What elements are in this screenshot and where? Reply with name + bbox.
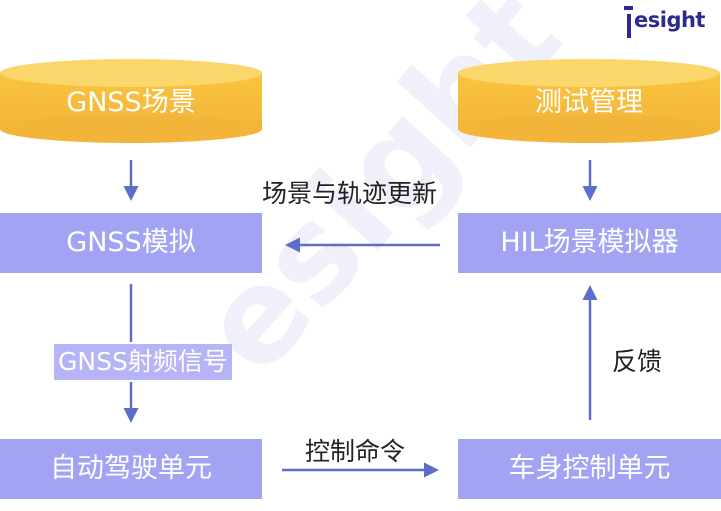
hil-sim-node: HIL场景模拟器 xyxy=(458,213,721,273)
gnss-scene-node: GNSS场景 xyxy=(0,59,262,143)
logo: esight xyxy=(624,2,705,40)
feedback-label: 反馈 xyxy=(612,347,663,376)
logo-stem xyxy=(627,14,631,38)
test-management-node: 测试管理 xyxy=(458,59,720,143)
logo-text: esight xyxy=(634,8,705,32)
gnss-scene-label: GNSS场景 xyxy=(66,87,196,118)
logo-bar-top xyxy=(624,6,633,10)
gnss-rf-signal-label: GNSS射频信号 xyxy=(54,344,232,380)
scene-traj-update-label: 场景与轨迹更新 xyxy=(262,179,438,208)
control-command-label: 控制命令 xyxy=(305,437,406,466)
gnss-sim-node: GNSS模拟 xyxy=(0,213,262,273)
adu-node: 自动驾驶单元 xyxy=(0,439,262,499)
test-management-label: 测试管理 xyxy=(535,87,643,118)
body-control-node: 车身控制单元 xyxy=(458,439,721,499)
